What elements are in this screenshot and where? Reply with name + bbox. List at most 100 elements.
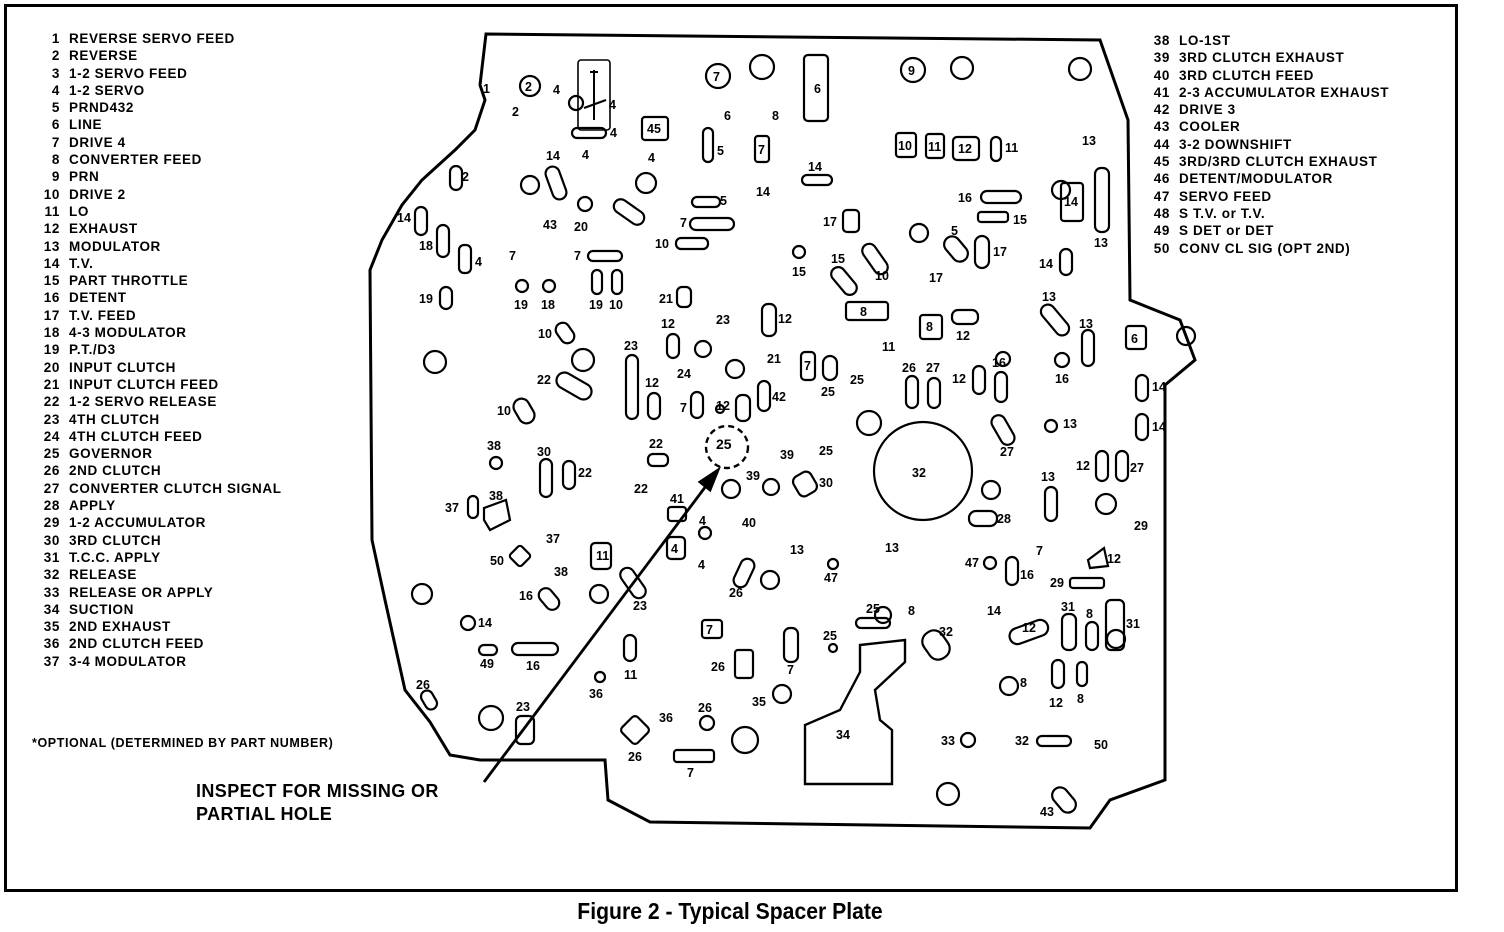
plate-label: 13 <box>790 543 804 557</box>
callout-line-2: PARTIAL HOLE <box>196 804 333 824</box>
plate-label: 26 <box>902 361 916 375</box>
plate-label: 23 <box>633 599 647 613</box>
plate-label: 16 <box>519 589 533 603</box>
plate-label: 14 <box>808 160 822 174</box>
legend-label: CONVERTER FEED <box>69 152 202 168</box>
legend-label: S T.V. or T.V. <box>1179 205 1266 221</box>
circled-7 <box>704 62 732 90</box>
slot <box>973 234 991 270</box>
plate-label: 19 <box>419 292 433 306</box>
hole <box>994 350 1012 368</box>
legend-number: 23 <box>43 411 60 427</box>
legend-label: 4TH CLUTCH FEED <box>69 428 203 444</box>
plate-label: 36 <box>589 687 603 701</box>
plate-label: 7 <box>713 70 720 84</box>
plate-label: 5 <box>720 194 727 208</box>
legend-number: 22 <box>43 394 60 410</box>
slot <box>620 715 650 745</box>
legend-label: 1-2 SERVO RELEASE <box>69 394 217 410</box>
circled-9 <box>899 56 927 84</box>
hole <box>959 731 977 749</box>
legend-number: 8 <box>51 152 60 168</box>
plate-label: 31 <box>1061 600 1075 614</box>
plate-label: 27 <box>926 361 940 375</box>
plate-label: 8 <box>860 305 867 319</box>
legend-number: 10 <box>43 186 60 202</box>
plate-label: 12 <box>958 142 972 156</box>
hole <box>570 347 596 373</box>
legend-label: 1-2 SERVO FEED <box>69 65 188 81</box>
slot <box>554 321 576 345</box>
plate-label: 7 <box>804 359 811 373</box>
legend-number: 43 <box>1153 119 1170 135</box>
slot <box>413 205 429 237</box>
plate-outline <box>368 32 1197 830</box>
plate-label: 12 <box>1022 621 1036 635</box>
plate-label-governor: 25 <box>716 436 732 452</box>
hole <box>519 174 541 196</box>
plate-label: 20 <box>574 220 588 234</box>
legend-number: 5 <box>51 100 60 116</box>
slot <box>971 364 987 396</box>
legend-label: RELEASE <box>69 567 137 583</box>
slot <box>979 189 1023 205</box>
slot <box>435 223 451 259</box>
hole <box>697 525 713 541</box>
legend-label: DRIVE 4 <box>69 134 126 150</box>
plate-label: 30 <box>819 476 833 490</box>
plate-label: 12 <box>661 317 675 331</box>
plate-label: 27 <box>1000 445 1014 459</box>
hole <box>488 455 504 471</box>
plate-label: 49 <box>480 657 494 671</box>
plate-label: 35 <box>752 695 766 709</box>
hole <box>410 582 434 606</box>
hole <box>771 683 793 705</box>
slot <box>482 498 512 532</box>
legend-label: LO-1ST <box>1179 33 1231 48</box>
slot <box>457 243 473 275</box>
plate-label: 7 <box>1036 544 1043 558</box>
legend-label: 2-3 ACCUMULATOR EXHAUST <box>1179 84 1390 100</box>
slot <box>700 618 724 640</box>
slot <box>950 308 980 326</box>
slot <box>688 216 736 232</box>
slot <box>1068 576 1106 590</box>
legend-number: 42 <box>1153 102 1170 118</box>
slot <box>732 557 756 589</box>
legend-number: 39 <box>1153 50 1170 66</box>
plate-label: 10 <box>609 298 623 312</box>
plate-label: 5 <box>951 224 958 238</box>
legend-label: 2ND CLUTCH FEED <box>69 636 205 652</box>
slot <box>967 509 999 528</box>
suction-port <box>803 638 907 786</box>
slot <box>782 626 800 664</box>
plate-label: 4 <box>610 126 617 140</box>
servo-detail <box>583 99 607 109</box>
legend-number: 49 <box>1153 223 1170 239</box>
plate-label: 2 <box>525 80 532 94</box>
plate-label: 15 <box>831 252 845 266</box>
hole <box>1067 56 1093 82</box>
legend-number: 15 <box>43 273 60 289</box>
slot <box>1004 555 1020 587</box>
slot <box>921 629 951 661</box>
legend-item: 7 DRIVE 4 <box>30 134 282 151</box>
legend-number: 7 <box>51 134 60 150</box>
plate-label: 15 <box>1013 213 1027 227</box>
slot <box>924 132 946 160</box>
slot <box>844 300 890 322</box>
slot <box>701 126 715 164</box>
plate-label: 41 <box>670 492 684 506</box>
hole <box>459 614 477 632</box>
